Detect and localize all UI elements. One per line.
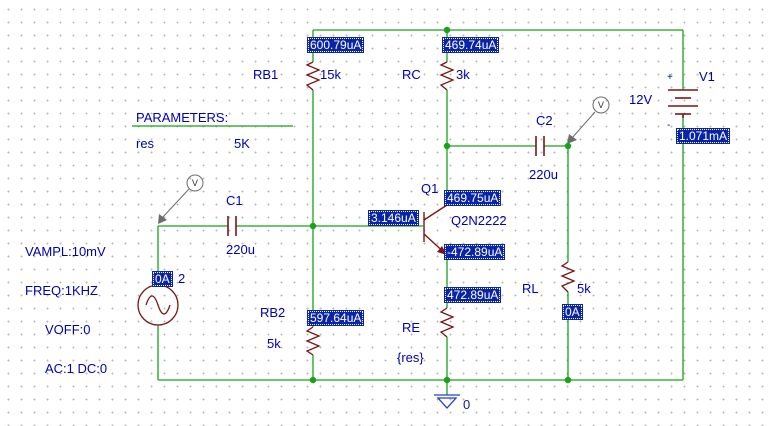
re-label: RE — [402, 320, 421, 335]
parameter-value: 5K — [234, 136, 250, 151]
rc-label: RC — [402, 67, 421, 82]
probe-input-label: V — [192, 179, 199, 189]
current-source[interactable]: 0A — [152, 271, 173, 287]
re-value: {res} — [397, 350, 424, 365]
parameters-heading: PARAMETERS: — [136, 110, 229, 125]
battery-minus-sign: - — [667, 120, 670, 131]
current-re[interactable]: 472.89uA — [444, 287, 502, 303]
current-q1-base[interactable]: 3.146uA — [368, 210, 419, 226]
rb2-value: 5k — [267, 336, 281, 351]
current-q1-collector[interactable]: 469.75uA — [444, 190, 502, 206]
rb1-value: 15k — [320, 67, 341, 82]
rb1-label: RB1 — [253, 67, 279, 82]
v1-label: V1 — [699, 69, 715, 84]
source-vampl: VAMPL:10mV — [25, 244, 106, 259]
c2-value: 220u — [529, 167, 558, 182]
rl-value: 5k — [577, 281, 591, 296]
current-rl[interactable]: 0A — [562, 304, 583, 320]
q1-model: Q2N2222 — [451, 213, 507, 228]
current-rb2[interactable]: 597.64uA — [307, 310, 365, 326]
c1-label: C1 — [226, 193, 243, 208]
current-q1-emitter[interactable]: -472.89uA — [444, 244, 506, 260]
c2-label: C2 — [536, 113, 553, 128]
rl-label: RL — [522, 281, 539, 296]
source-index: 2 — [178, 271, 186, 286]
rc-value: 3k — [456, 67, 470, 82]
source-ac-dc: AC:1 DC:0 — [45, 361, 108, 376]
c1-value: 220u — [226, 242, 255, 257]
source-voff: VOFF:0 — [45, 322, 91, 337]
current-v1[interactable]: 1.071mA — [676, 128, 731, 144]
q1-label: Q1 — [421, 181, 439, 196]
ground-label: 0 — [463, 397, 471, 412]
battery-plus-sign: + — [667, 72, 673, 83]
source-freq: FREQ:1KHZ — [25, 283, 98, 298]
current-rb1[interactable]: 600.79uA — [307, 37, 365, 53]
probe-output-label: V — [598, 101, 605, 111]
parameter-name: res — [136, 136, 155, 151]
v1-value: 12V — [629, 92, 653, 107]
current-rc[interactable]: 469.74uA — [442, 37, 500, 53]
rb2-label: RB2 — [260, 305, 286, 320]
